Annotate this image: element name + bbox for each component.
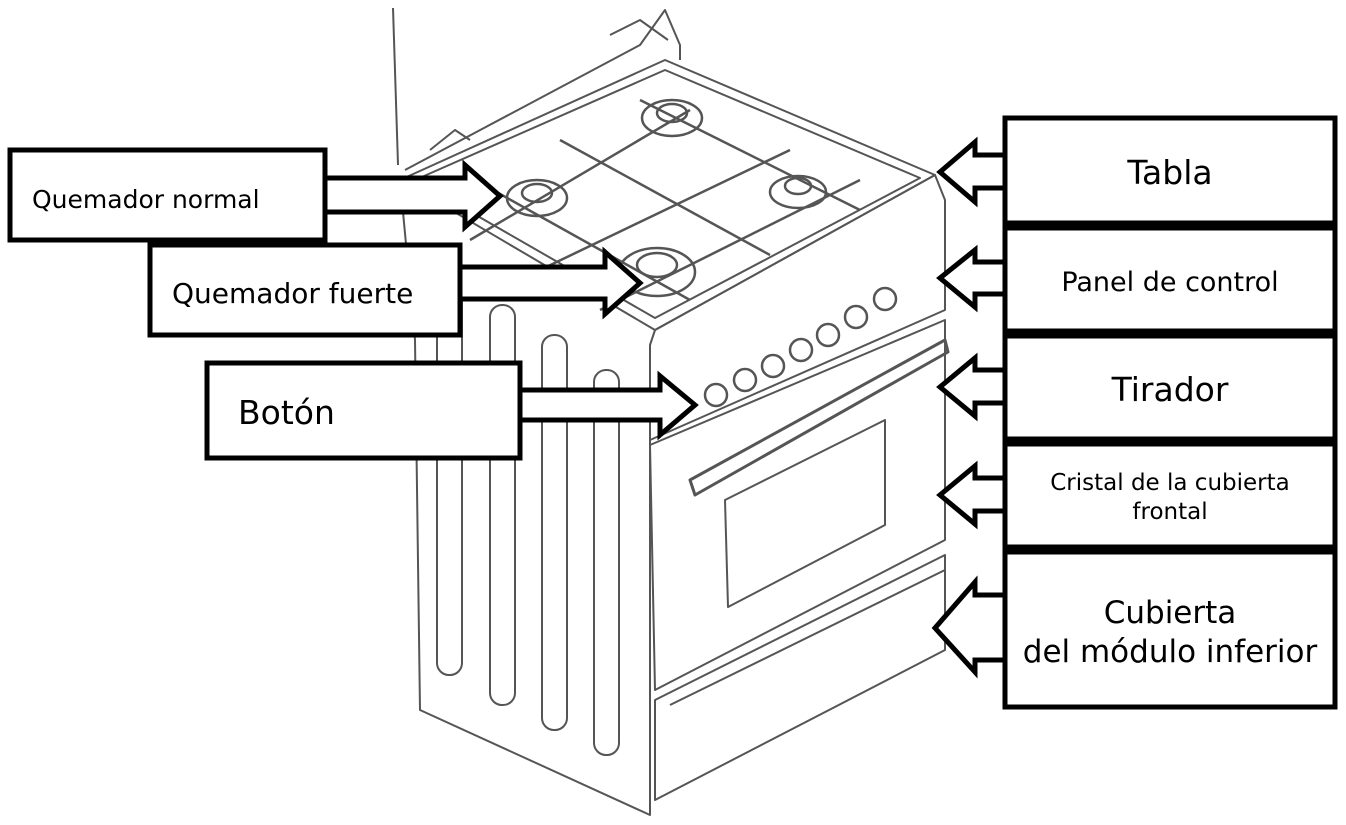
box-panel-control <box>1002 225 1338 334</box>
stove-drawing <box>392 7 950 816</box>
box-cubierta-modulo <box>1002 549 1338 710</box>
arrow-quemador-fuerte <box>457 246 644 320</box>
side-slots <box>436 269 620 756</box>
arrow-tabla <box>936 136 1008 208</box>
arrow-cubierta-modulo <box>931 575 1008 679</box>
label-quemador-normal: Quemador normal <box>32 185 260 215</box>
arrow-boton <box>517 370 699 441</box>
callout-arrows <box>322 136 1008 679</box>
box-quemador-fuerte <box>147 242 463 338</box>
arrow-quemador-normal <box>322 159 504 233</box>
arrow-panel-control <box>936 244 1008 313</box>
label-panel-control: Panel de control <box>1061 267 1279 299</box>
box-tirador <box>1002 333 1338 442</box>
box-cristal <box>1002 441 1338 550</box>
arrow-cristal <box>936 460 1008 530</box>
box-tabla <box>1002 115 1338 226</box>
label-boxes <box>7 115 1338 710</box>
label-tabla: Tabla <box>1127 152 1213 192</box>
label-boton: Botón <box>238 392 335 432</box>
box-quemador-normal <box>7 147 328 243</box>
arrow-tirador <box>936 352 1008 422</box>
cooktop-grid <box>469 98 861 312</box>
box-boton <box>204 360 523 461</box>
label-cristal: Cristal de la cubierta frontal <box>1050 469 1290 525</box>
knobs <box>703 286 898 408</box>
label-tirador: Tirador <box>1111 369 1229 409</box>
label-cubierta-modulo: Cubierta del módulo inferior <box>1022 594 1318 670</box>
label-quemador-fuerte: Quemador fuerte <box>172 276 414 310</box>
